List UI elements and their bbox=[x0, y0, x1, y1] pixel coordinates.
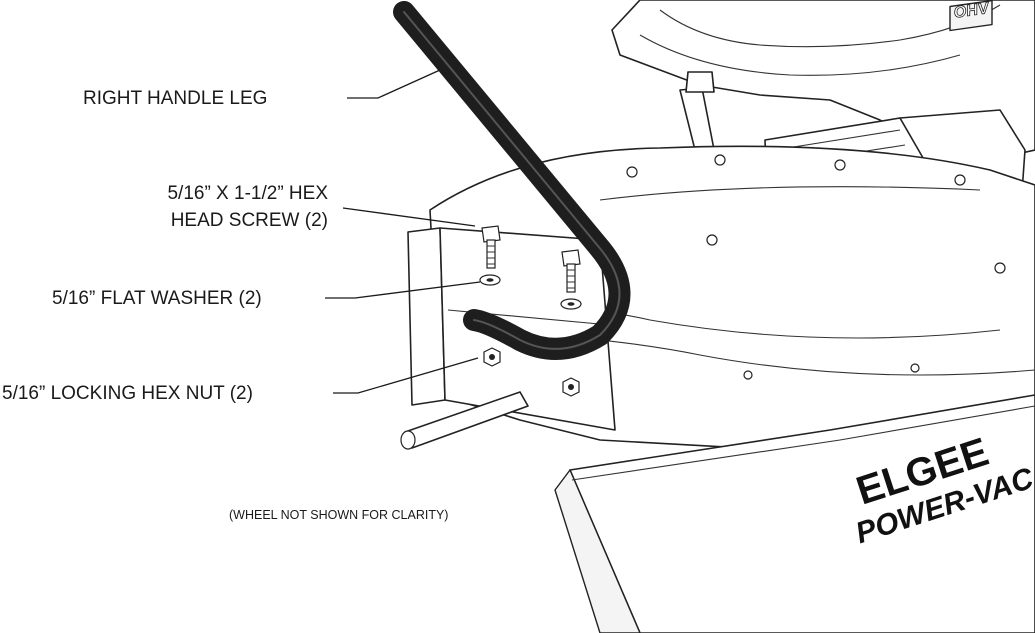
note-wheel-not-shown: (WHEEL NOT SHOWN FOR CLARITY) bbox=[229, 508, 448, 522]
leader-locking-nut bbox=[333, 357, 479, 394]
flat-washer-2 bbox=[560, 298, 582, 310]
label-right-handle-leg: RIGHT HANDLE LEG bbox=[83, 88, 267, 109]
right-handle-leg bbox=[393, 1, 631, 360]
flat-washer-1 bbox=[479, 274, 501, 286]
label-locking-nut: 5/16” LOCKING HEX NUT (2) bbox=[2, 383, 253, 404]
hex-head-screw-2 bbox=[561, 249, 581, 293]
label-flat-washer: 5/16” FLAT WASHER (2) bbox=[52, 288, 262, 309]
label-hex-screw-line2: HEAD SCREW (2) bbox=[171, 210, 328, 231]
ohv-badge-text: OHV bbox=[954, 0, 989, 22]
locking-hex-nut-2 bbox=[562, 377, 580, 397]
axle-rod bbox=[400, 391, 529, 450]
discharge-chute bbox=[554, 394, 1035, 633]
leader-right-handle-leg bbox=[347, 69, 441, 99]
label-hex-screw-line1: 5/16” X 1-1/2” HEX bbox=[167, 183, 328, 204]
leader-hex-screw bbox=[342, 207, 476, 227]
locking-hex-nut-1 bbox=[483, 347, 501, 367]
hex-head-screw-1 bbox=[481, 225, 501, 269]
ohv-badge: OHV bbox=[949, 0, 993, 32]
leader-flat-washer bbox=[325, 281, 481, 299]
